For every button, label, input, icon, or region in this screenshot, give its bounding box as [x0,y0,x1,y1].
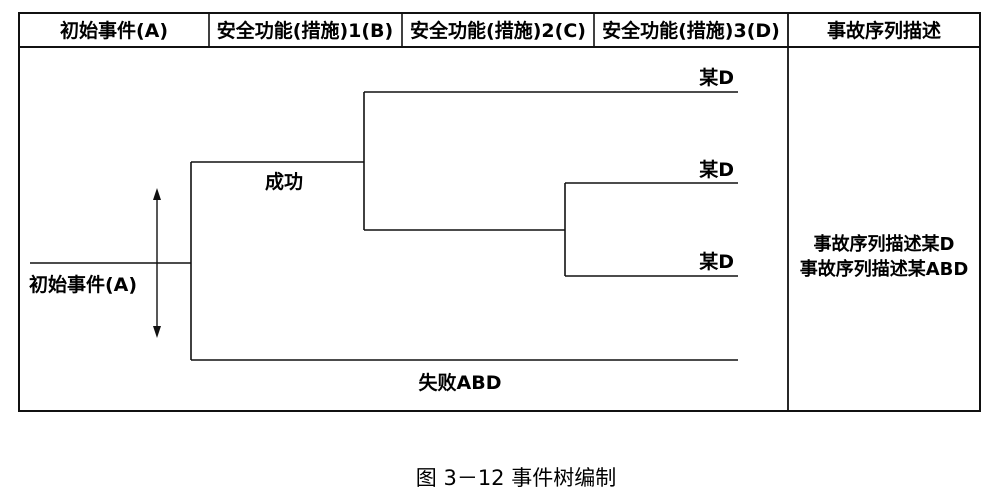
outcome-label-2: 某D [699,158,734,181]
header-safety-function-c: 安全功能(措施)2(C) [410,19,586,42]
figure-caption: 图 3－12 事件树编制 [416,466,616,490]
table-frame [18,12,981,412]
double-arrow-icon [153,188,161,338]
header-initiating-event: 初始事件(A) [60,19,168,42]
outcome-label-3: 某D [699,250,734,273]
sequence-description-line-1: 事故序列描述某D [814,233,955,255]
header-safety-function-b: 安全功能(措施)1(B) [217,19,393,42]
event-tree-branches [30,91,738,361]
header-sequence-description: 事故序列描述 [827,19,941,42]
outcome-label-1: 某D [699,66,734,89]
initiating-event-label: 初始事件(A) [29,273,137,296]
sequence-description-line-2: 事故序列描述某ABD [800,258,969,280]
header-safety-function-d: 安全功能(措施)3(D) [602,19,780,42]
success-label: 成功 [265,170,303,193]
failure-label: 失败ABD [419,371,502,394]
